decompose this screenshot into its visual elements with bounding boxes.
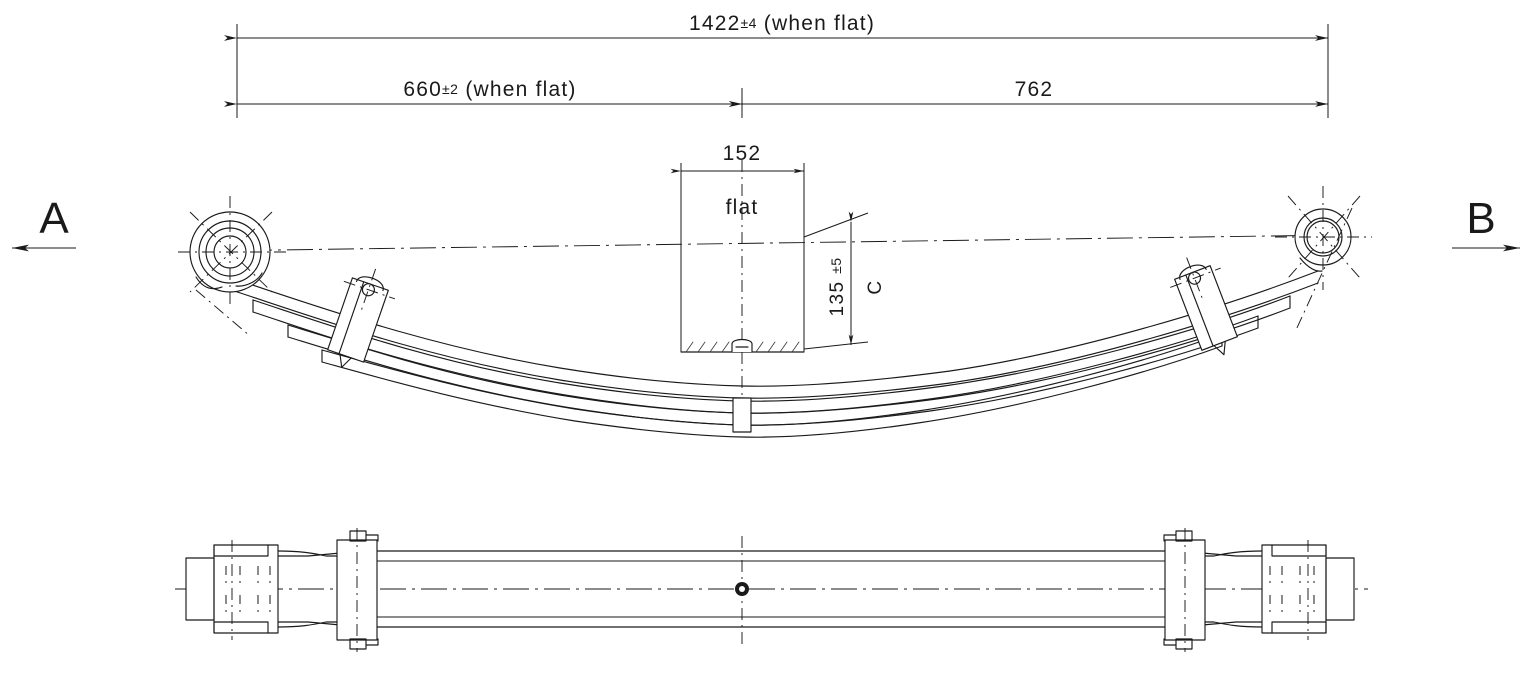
dimension-overall-length: 1422±4 (when flat) (224, 12, 1329, 118)
plan-center-bolt (735, 536, 749, 644)
right-spring-eye (1275, 186, 1372, 331)
right-clip-bottom-tab (1213, 340, 1226, 356)
leaf-3-bottom-edge (287, 327, 1259, 426)
left-eye-leaf-centerline (195, 289, 251, 337)
right-clip-bolt-centerline-h (1170, 267, 1221, 288)
dimension-camber-height: 135 ±5 C (803, 211, 886, 350)
view-marker-b: B (1452, 194, 1520, 252)
right-rebound-clip (1170, 257, 1238, 356)
plan-left-clip-bolt-bottom (349, 638, 367, 650)
plan-left-clip-bracket-top (365, 534, 379, 542)
left-clip-bolt-centerline-h (343, 280, 396, 300)
dimension-overall-length-label: 1422±4 (when flat) (689, 12, 875, 35)
plan-right-clip-bolt-bottom (1175, 638, 1193, 650)
plan-right-eye-bottom-tab (1271, 621, 1327, 634)
plan-left-clip-bolt-top (349, 530, 367, 542)
side-elevation-view (178, 160, 1372, 438)
plan-left-eye (185, 540, 363, 640)
left-eye-leaf-join (195, 276, 223, 290)
plan-right-taper-top (1179, 550, 1263, 557)
left-eye-centerline-diagonal-b (189, 211, 273, 293)
left-rebound-clip (327, 268, 396, 368)
plan-left-eye-top-tab (213, 544, 269, 557)
left-eye-wrap-tail (235, 272, 263, 287)
plan-right-eye (1179, 540, 1355, 640)
plan-left-clip (336, 528, 379, 652)
left-clip-bottom-tab (339, 353, 352, 368)
view-marker-a-letter: A (39, 194, 69, 243)
dimension-half-lengths: 660±2 (when flat) 762 (224, 78, 1328, 118)
plan-body-top-edge (239, 550, 1301, 557)
dimension-camber-height-label: 135 ±5 (827, 258, 848, 317)
view-marker-b-letter: B (1466, 194, 1495, 243)
plan-left-taper-bottom (277, 621, 363, 628)
plan-left-taper-top (277, 550, 363, 557)
plan-right-taper-bottom (1179, 621, 1263, 628)
right-clip-inner-line (1185, 274, 1214, 347)
dimension-center-flat: 152 flat (670, 142, 805, 352)
plan-body-bottom-edge (239, 621, 1301, 628)
plan-right-clip-bracket-bottom (1163, 638, 1177, 646)
plan-view (175, 528, 1368, 652)
plan-left-eye-bottom-tab (213, 621, 269, 634)
camber-reference-label: C (865, 279, 886, 294)
leaf-1-top-edge (221, 270, 1319, 387)
right-eye-centerline-diagonal-b (1287, 195, 1361, 279)
left-clip-bolt-centerline-v (360, 268, 377, 311)
leaf-4-bottom-edge (321, 345, 1223, 438)
left-spring-eye (178, 196, 288, 337)
view-marker-a: A (12, 194, 76, 252)
plan-left-clip-bracket-bottom (365, 638, 379, 646)
dimension-front-half-label: 660±2 (when flat) (403, 78, 576, 101)
plan-right-eye-top-tab (1271, 544, 1327, 557)
plan-spring-body (239, 550, 1301, 628)
center-bolt (731, 338, 753, 433)
right-eye-wrap-tail (1299, 257, 1323, 272)
plan-right-clip (1163, 528, 1206, 652)
dimension-rear-half-label: 762 (1015, 78, 1054, 101)
plan-right-eye-outer-boss (1325, 557, 1355, 621)
plan-center-bolt-bore (739, 586, 745, 592)
center-bolt-shank (732, 397, 752, 433)
right-clip-bolt-centerline-v (1186, 257, 1203, 299)
side-view-axis-centerline (204, 234, 1341, 252)
center-bolt-head (731, 338, 753, 353)
left-clip-inner-line (338, 281, 365, 355)
plan-right-clip-bolt-top (1175, 530, 1193, 542)
plan-left-eye-outer-boss (185, 557, 215, 621)
center-flat-note: flat (726, 196, 759, 219)
dimension-center-flat-label: 152 (723, 142, 762, 165)
plan-right-clip-bracket-top (1163, 534, 1177, 542)
